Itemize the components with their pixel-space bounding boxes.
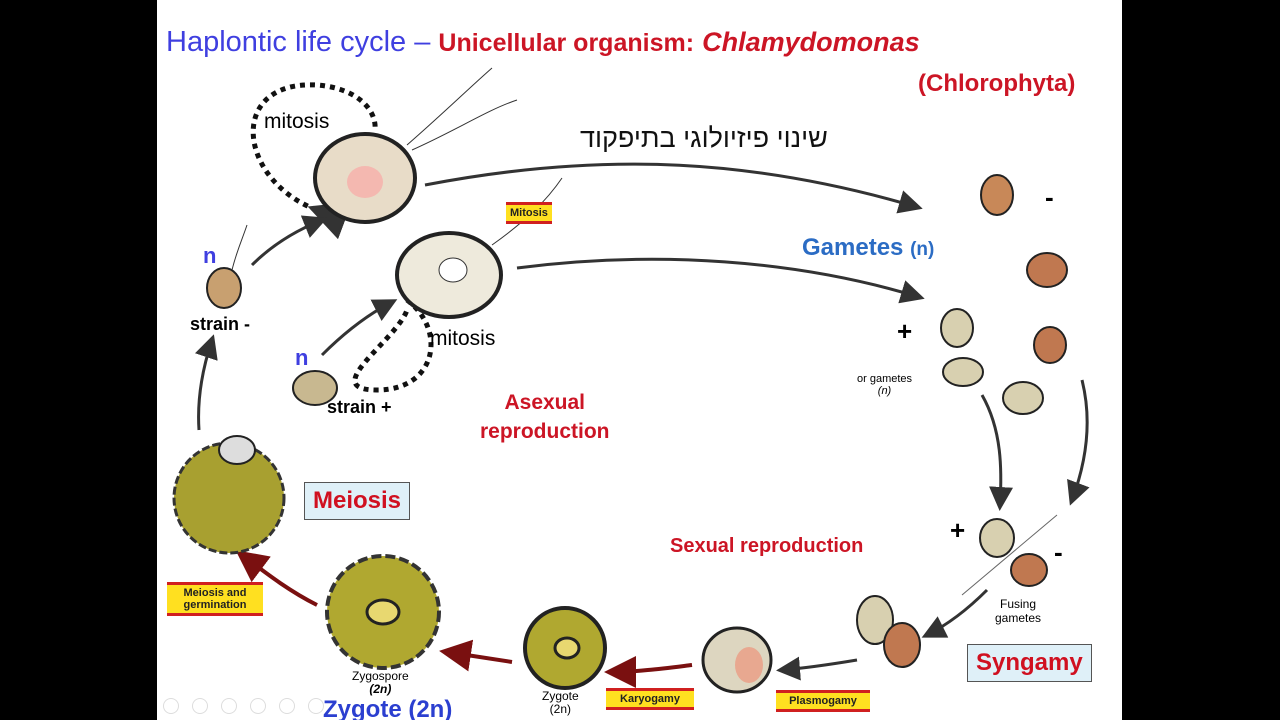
- sexual-reproduction-label: Sexual reproduction: [670, 535, 864, 557]
- zygote-text: Zygote: [542, 689, 579, 703]
- haploid-label-2: n: [295, 345, 309, 370]
- plus-sign-2: +: [950, 515, 966, 545]
- slide-title: Haplontic life cycle – Unicellular organ…: [166, 26, 920, 59]
- gametes-ploidy: (n): [910, 239, 935, 260]
- minus-sign-2: -: [1054, 537, 1063, 567]
- or-gametes-text: or gametes: [857, 373, 913, 385]
- title-genus: Chlamydomonas: [702, 27, 920, 57]
- slides-view-button[interactable]: [250, 698, 266, 714]
- zygospore-text: Zygospore: [352, 669, 409, 683]
- mitosis-box: Mitosis: [506, 202, 552, 224]
- zygospore: [325, 554, 441, 670]
- mitosis-cycle-arrow-mid: [352, 298, 434, 393]
- syngamy-box: Syngamy: [967, 644, 1092, 682]
- zygote-2n-heading: Zygote (2n): [323, 696, 453, 720]
- zygote-ploidy: (2n): [549, 702, 572, 716]
- diagram-graphics: [172, 67, 1090, 694]
- arrow-plasmogamy-to-karyogamy: [776, 656, 858, 681]
- fusing-pair-bottom: [856, 595, 921, 668]
- mitosis-label-mid: mitosis: [430, 327, 496, 350]
- parent-cell-top: [313, 67, 518, 224]
- hebrew-note: שינוי פיזיולוגי בתיפקוד: [580, 123, 828, 153]
- meiosis-germination-box: Meiosis and germination: [167, 582, 263, 616]
- arrow-gametes-down-2: [1067, 379, 1090, 506]
- title-part1: Haplontic life cycle –: [166, 26, 431, 58]
- gametes-text: Gametes: [802, 234, 904, 261]
- karyogamy-box: Karyogamy: [606, 688, 694, 710]
- strain-plus-cell: [292, 370, 338, 406]
- zygospore-ploidy: (2n): [369, 682, 392, 696]
- fusing-gametes-label: Fusing gametes: [995, 597, 1042, 625]
- arrow-karyogamy-to-zygote: [604, 655, 693, 688]
- gamete-cells: [940, 174, 1068, 415]
- title-division: (Chlorophyta): [918, 70, 1076, 97]
- pen-tool-button[interactable]: [221, 698, 237, 714]
- more-options-button[interactable]: [308, 698, 324, 714]
- title-part2: Unicellular organism:: [438, 29, 695, 57]
- arrow-gametes-down-1: [980, 394, 1014, 511]
- asexual-reproduction-label: Asexual reproduction: [480, 391, 610, 443]
- haploid-label-1: n: [203, 243, 217, 268]
- zygospore-label: Zygospore(2n): [352, 670, 409, 696]
- gametes-label: Gametes (n): [802, 234, 934, 262]
- zygote: [523, 606, 607, 690]
- next-slide-button[interactable]: [192, 698, 208, 714]
- arrow-strain-plus-up: [320, 299, 398, 357]
- mitosis-label-top: mitosis: [264, 110, 330, 133]
- arrow-to-gametes-mid: [516, 257, 925, 304]
- arrow-to-gametes-top: [424, 162, 923, 214]
- slide: Haplontic life cycle – Unicellular organ…: [157, 0, 1122, 720]
- parent-cell-mid: [395, 177, 563, 319]
- strain-minus-label: strain -: [190, 314, 251, 334]
- mitosis-cycle-arrow-top: [250, 82, 378, 240]
- plasmogamy-cell: [701, 626, 773, 694]
- or-gametes-ploidy: (n): [877, 385, 892, 397]
- strain-plus-label: strain +: [327, 397, 392, 417]
- plasmogamy-box: Plasmogamy: [776, 690, 870, 712]
- arrow-meiosis-up: [194, 334, 218, 431]
- zoom-button[interactable]: [279, 698, 295, 714]
- fusing-gametes: [961, 514, 1058, 596]
- arrow-strain-minus-up: [250, 215, 328, 267]
- arrow-zygospore-to-meiosis: [235, 550, 318, 607]
- arrow-zygote-to-zygospore: [439, 639, 513, 672]
- minus-sign-1: -: [1045, 182, 1054, 212]
- meiosis-box: Meiosis: [304, 482, 411, 520]
- or-gametes-label: or gametes(n): [857, 373, 912, 397]
- prev-slide-button[interactable]: [163, 698, 179, 714]
- arrow-fusing-to-plasmogamy: [921, 588, 989, 638]
- strain-minus-cell: [206, 224, 248, 309]
- zygote-label: Zygote(2n): [542, 690, 579, 716]
- plus-sign-1: +: [897, 316, 913, 346]
- germinating-zygospore: [172, 435, 286, 555]
